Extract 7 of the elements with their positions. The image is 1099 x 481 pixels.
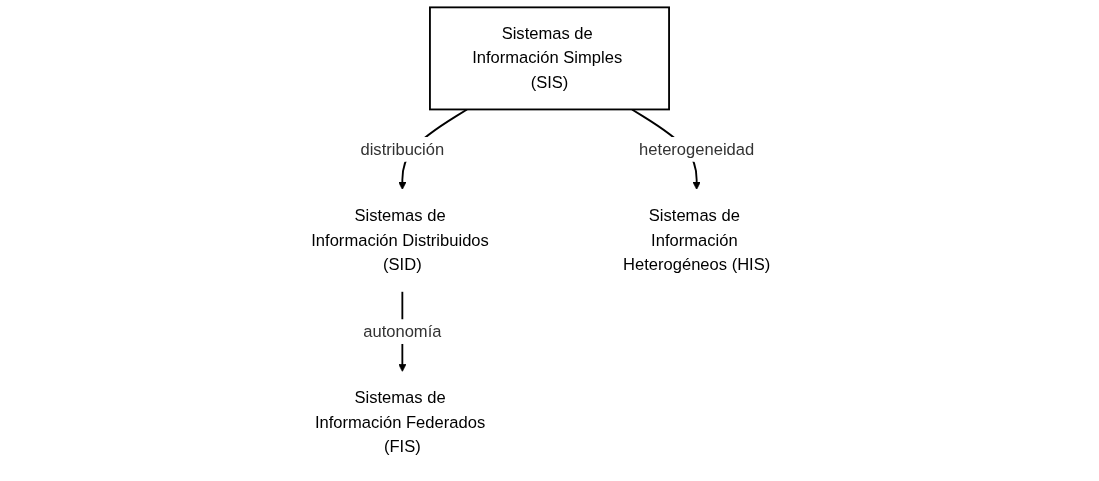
edge-label: distribución [360,139,445,159]
node-text: Sistemas de Información Heterogéneos (HIS) [623,206,771,275]
edge-label: heterogeneidad [639,139,755,159]
node-box: Sistemas de Información Simples (SIS) [429,6,670,111]
edge-label: autonomía [363,321,442,341]
node-text: Sistemas de Información Distribuidos (SID) [311,206,489,275]
node-text: Sistemas de Información Federados (FIS) [314,388,486,457]
